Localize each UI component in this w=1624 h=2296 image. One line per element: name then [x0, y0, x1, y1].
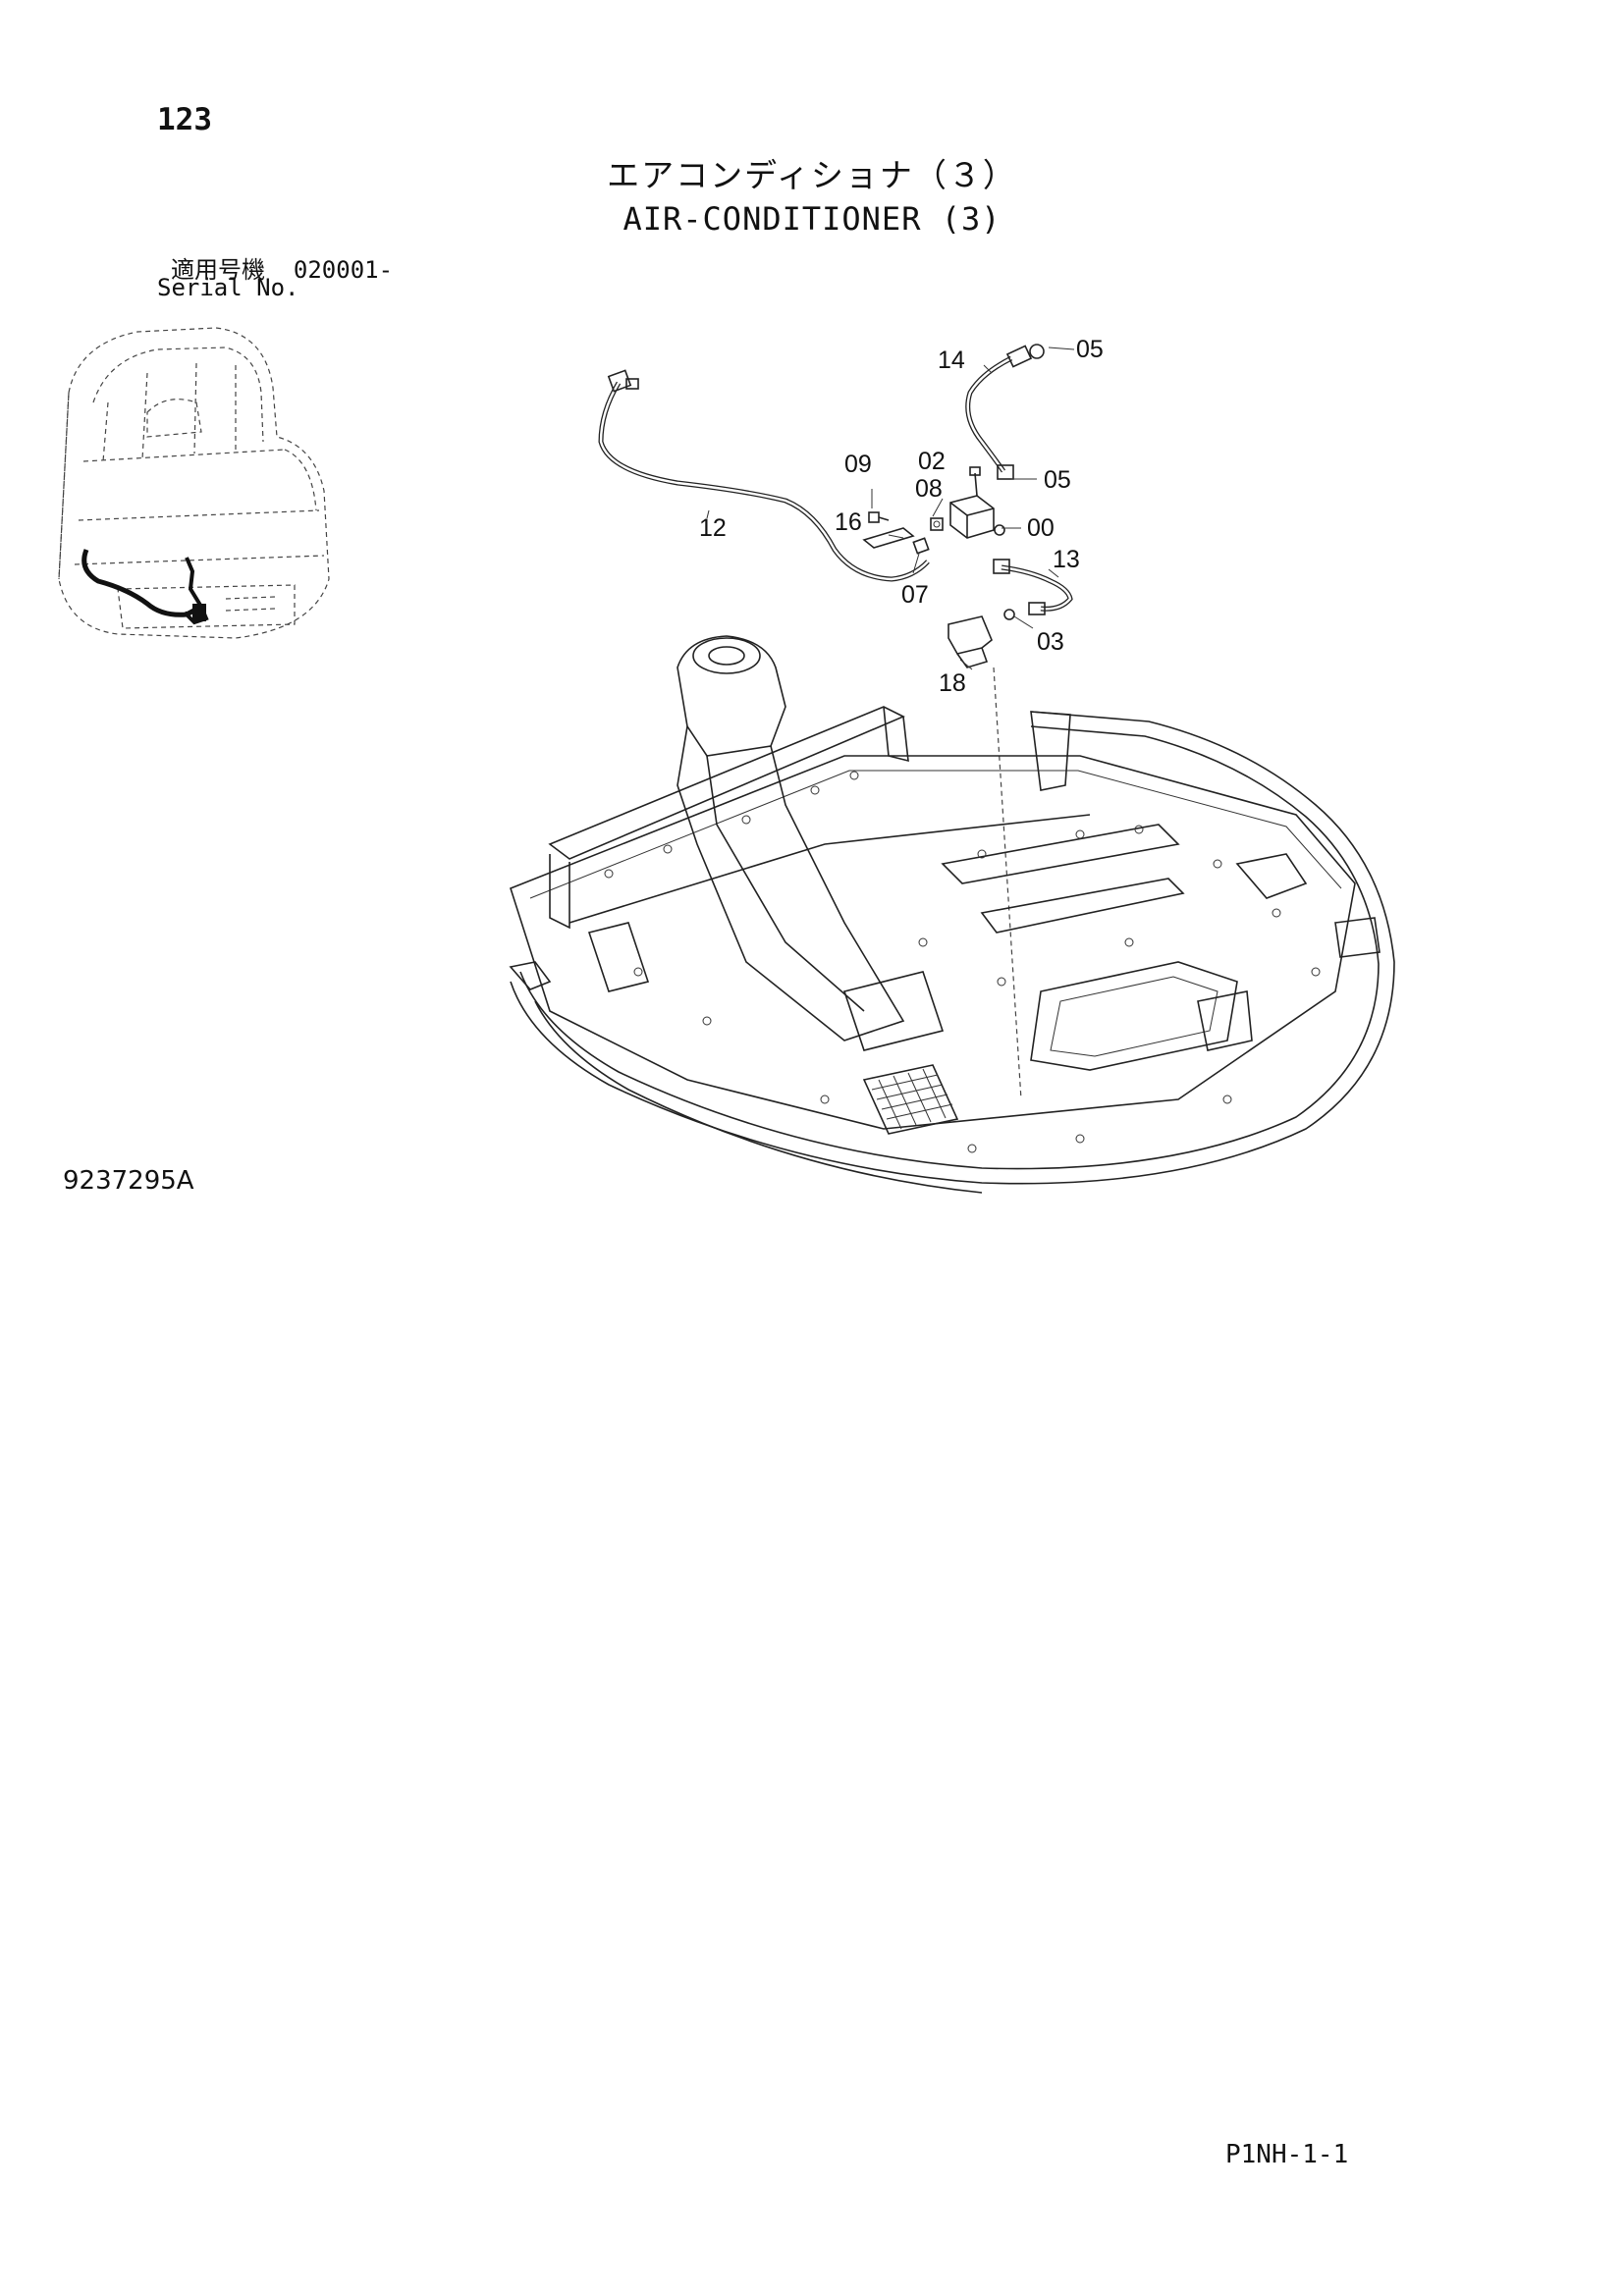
- sheet-code: P1NH-1-1: [1225, 2140, 1349, 2169]
- callout-05-lower: 05: [1044, 466, 1071, 494]
- serial-line-japanese: 適用号機 020001-: [171, 250, 393, 285]
- callout-03: 03: [1037, 628, 1064, 656]
- callout-00: 00: [1027, 514, 1055, 542]
- hose-13: [993, 559, 1073, 615]
- revolving-frame: [509, 635, 1395, 1194]
- callout-12: 12: [699, 514, 727, 542]
- callout-13: 13: [1053, 546, 1080, 573]
- cab-inset: [58, 327, 330, 639]
- leader-lines: [706, 347, 1075, 1100]
- callout-02: 02: [918, 448, 946, 475]
- valve-assembly: [862, 466, 1015, 668]
- callout-05-upper: 05: [1076, 336, 1104, 363]
- grille: [862, 1064, 959, 1135]
- serial-value: 020001-: [293, 256, 394, 284]
- serial-label-jp: 適用号機: [171, 256, 265, 284]
- hose-14: [965, 344, 1045, 480]
- callout-07: 07: [901, 581, 929, 609]
- serial-label-english: Serial No.: [157, 274, 299, 301]
- page-number: 123: [157, 102, 212, 137]
- callouts: 14 05 09 02 05 08 12 16 00 13 07 03 18: [699, 336, 1104, 697]
- hose-12: [598, 369, 930, 582]
- callout-18: 18: [939, 669, 966, 697]
- callout-16: 16: [835, 508, 862, 536]
- callout-14: 14: [938, 347, 965, 374]
- drawing-number: 9237295A: [63, 1166, 194, 1196]
- title-english: AIR-CONDITIONER (3): [623, 200, 1001, 238]
- callout-08: 08: [915, 475, 943, 503]
- title-japanese: エアコンディショナ（３）: [607, 156, 1017, 194]
- callout-09: 09: [844, 451, 872, 478]
